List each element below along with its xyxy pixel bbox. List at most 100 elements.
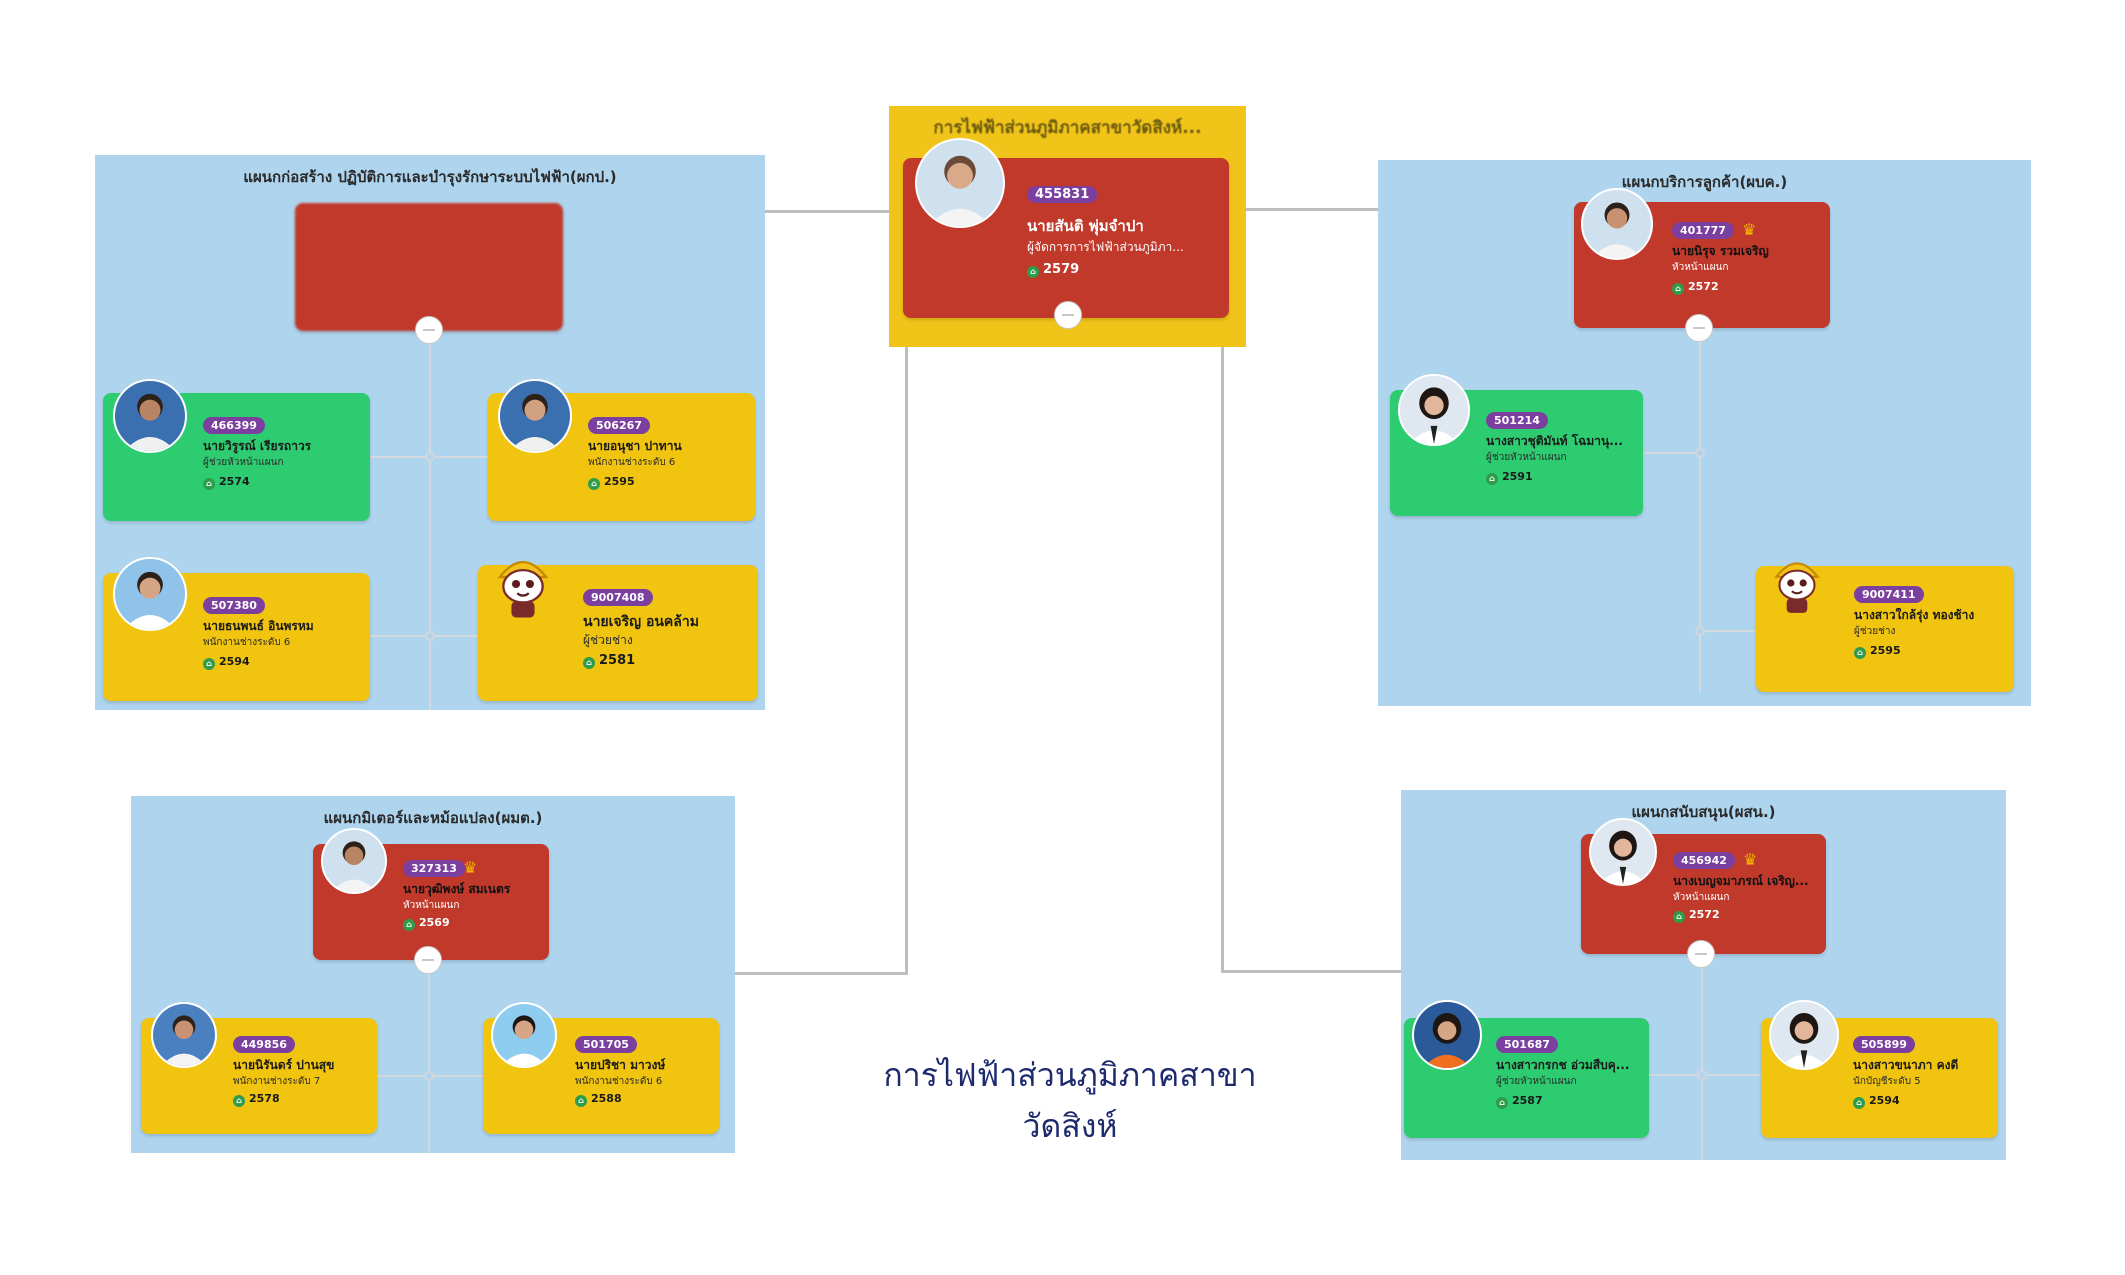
panel-customer: แผนกบริการลูกค้า(ผบค.) 401777 ♛ นายนิรุจ… — [1378, 160, 2031, 706]
employee-year: ⌂2594 — [1853, 1094, 1900, 1109]
employee-position: หัวหน้าแผนก — [1673, 892, 1730, 903]
head-card-redacted[interactable] — [295, 203, 563, 331]
employee-year: ⌂2572 — [1672, 280, 1719, 295]
employee-position: ผู้ช่วยช่าง — [583, 633, 633, 647]
home-icon: ⌂ — [1854, 647, 1866, 659]
employee-name: นางสาวกรกช อ่วมสืบคุ... — [1496, 1058, 1630, 1072]
employee-id-badge: 449856 — [233, 1036, 295, 1053]
employee-name: นายสันติ พุ่มจำปา — [1027, 217, 1144, 235]
employee-position: ผู้ช่วยหัวหน้าแผนก — [1486, 452, 1567, 463]
tree-node-dot — [1695, 448, 1705, 458]
person-avatar — [113, 379, 187, 453]
employee-year: ⌂2587 — [1496, 1094, 1543, 1109]
tree-line — [428, 960, 430, 1153]
tree-line — [1699, 630, 1755, 632]
employee-position: หัวหน้าแผนก — [1672, 262, 1729, 273]
employee-name: นายปริชา มาวงษ์ — [575, 1058, 666, 1072]
person-avatar — [1769, 1000, 1839, 1070]
employee-name: นางสาวใกล้รุ่ง ทองช้าง — [1854, 608, 1975, 622]
person-avatar — [1398, 374, 1470, 446]
employee-name: นายนิรันดร์ ปานสุข — [233, 1058, 335, 1072]
employee-year: ⌂2588 — [575, 1092, 622, 1107]
employee-id-badge: 327313 — [403, 860, 465, 877]
mascot-avatar — [488, 547, 558, 621]
crown-icon: ♛ — [1742, 220, 1757, 239]
employee-position: หัวหน้าแผนก — [403, 900, 460, 911]
person-avatar — [1589, 818, 1657, 886]
panel-title: แผนกมิเตอร์และหม้อแปลง(ผมต.) — [323, 809, 543, 827]
home-icon: ⌂ — [575, 1095, 587, 1107]
root-title: การไฟฟ้าส่วนภูมิภาคสาขาวัดสิงห์... — [933, 118, 1202, 138]
employee-name: นางสาวชุติมันท์ โฉมานุ... — [1486, 434, 1623, 448]
employee-name: นายวุฒิพงษ์ สมเนตร — [403, 882, 511, 896]
employee-position: ผู้ช่วยหัวหน้าแผนก — [203, 457, 284, 468]
employee-id-badge: 456942 — [1673, 852, 1735, 869]
employee-id-badge: 401777 — [1672, 222, 1734, 239]
tree-node-dot — [1695, 626, 1705, 636]
collapse-toggle[interactable] — [1685, 314, 1713, 342]
employee-position: ผู้ช่วยหัวหน้าแผนก — [1496, 1076, 1577, 1087]
employee-position: นักบัญชีระดับ 5 — [1853, 1076, 1921, 1087]
employee-name: นายธนพนธ์ อินพรหม — [203, 619, 314, 633]
employee-card[interactable]: 456942 ♛ นางเบญจมาภรณ์ เจริญ... หัวหน้าแ… — [1581, 834, 1826, 954]
employee-name: นายอนุชา ปาทาน — [588, 439, 682, 453]
mascot-avatar — [1766, 550, 1828, 616]
person-avatar — [1581, 188, 1653, 260]
employee-year: ⌂2578 — [233, 1092, 280, 1107]
home-icon: ⌂ — [1496, 1097, 1508, 1109]
employee-id-badge: 505899 — [1853, 1036, 1915, 1053]
employee-name: นางสาวขนาภา คงดี — [1853, 1058, 1959, 1072]
employee-name: นายนิรุจ รวมเจริญ — [1672, 244, 1769, 258]
panel-title: แผนกสนับสนุน(ผสน.) — [1631, 803, 1776, 821]
tree-line — [1699, 328, 1701, 692]
page-caption: การไฟฟ้าส่วนภูมิภาคสาขาวัดสิงห์ — [883, 1056, 1257, 1145]
person-avatar — [151, 1002, 217, 1068]
employee-card[interactable]: 505899 นางสาวขนาภา คงดี นักบัญชีระดับ 5 … — [1761, 1018, 1998, 1138]
person-avatar — [321, 828, 387, 894]
person-avatar — [915, 138, 1005, 228]
connector-line — [735, 972, 908, 975]
employee-id-badge: 466399 — [203, 417, 265, 434]
employee-position: พนักงานช่างระดับ 7 — [233, 1076, 321, 1087]
home-icon: ⌂ — [1486, 473, 1498, 485]
home-icon: ⌂ — [203, 478, 215, 490]
employee-year: ⌂2574 — [203, 475, 250, 490]
home-icon: ⌂ — [588, 478, 600, 490]
employee-id-badge: 501705 — [575, 1036, 637, 1053]
tree-line — [1643, 452, 1701, 454]
home-icon: ⌂ — [1673, 911, 1685, 923]
collapse-toggle[interactable] — [1054, 301, 1082, 329]
person-avatar — [491, 1002, 557, 1068]
employee-id-badge: 506267 — [588, 417, 650, 434]
employee-year: ⌂2594 — [203, 655, 250, 670]
panel-construction: แผนกก่อสร้าง ปฏิบัติการและบำรุงรักษาระบบ… — [95, 155, 765, 710]
person-avatar — [498, 379, 572, 453]
connector-line — [765, 210, 890, 213]
tree-node-dot — [425, 631, 435, 641]
collapse-toggle[interactable] — [414, 946, 442, 974]
connector-line — [1246, 208, 1380, 211]
employee-year: ⌂2595 — [1854, 644, 1901, 659]
employee-year: ⌂2581 — [583, 653, 635, 669]
employee-position: พนักงานช่างระดับ 6 — [575, 1076, 663, 1087]
collapse-toggle[interactable] — [415, 316, 443, 344]
employee-position: ผู้จัดการการไฟฟ้าส่วนภูมิภา... — [1027, 240, 1184, 254]
employee-year: ⌂2579 — [1027, 262, 1079, 278]
panel-title: แผนกก่อสร้าง ปฏิบัติการและบำรุงรักษาระบบ… — [243, 168, 617, 186]
crown-icon: ♛ — [1743, 850, 1758, 869]
home-icon: ⌂ — [203, 658, 215, 670]
employee-year: ⌂2591 — [1486, 470, 1533, 485]
employee-id-badge: 455831 — [1027, 186, 1098, 203]
connector-line — [1221, 347, 1224, 973]
panel-title: แผนกบริการลูกค้า(ผบค.) — [1621, 173, 1788, 191]
employee-year: ⌂2569 — [403, 916, 450, 931]
tree-node-dot — [425, 452, 435, 462]
employee-id-badge: 9007411 — [1854, 586, 1924, 603]
collapse-toggle[interactable] — [1687, 940, 1715, 968]
panel-meter: แผนกมิเตอร์และหม้อแปลง(ผมต.) 327313 ♛ นา… — [131, 796, 735, 1153]
person-avatar — [113, 557, 187, 631]
home-icon: ⌂ — [583, 657, 595, 669]
crown-icon: ♛ — [463, 858, 478, 877]
tree-line — [429, 331, 431, 710]
employee-year: ⌂2572 — [1673, 908, 1720, 923]
